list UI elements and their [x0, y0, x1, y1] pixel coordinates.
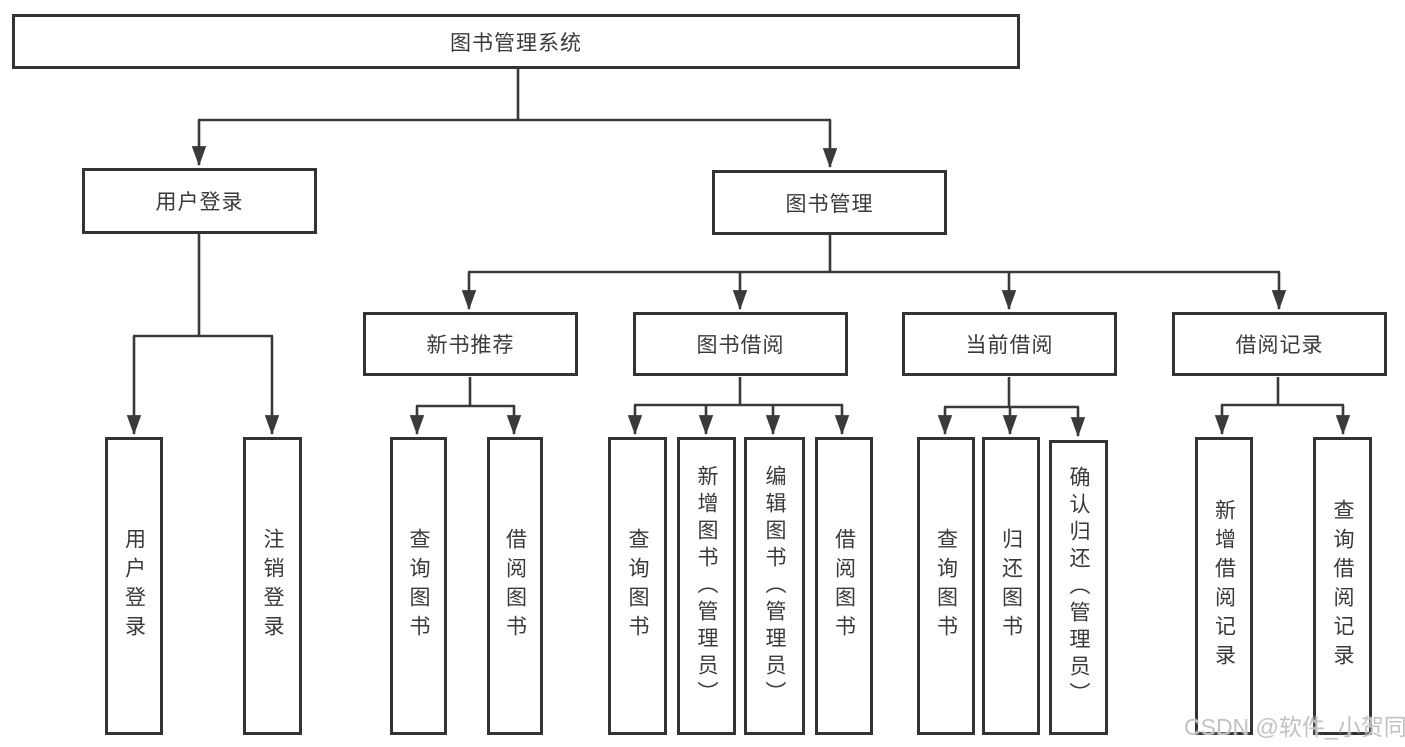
connector-new-book — [409, 377, 522, 436]
node-book-borrowing-label: 图书借阅 — [696, 334, 785, 357]
leaf-query-books-recommend: 查询图书 — [390, 437, 447, 735]
leaf-query-books-current-label: 查询图书 — [934, 528, 958, 644]
node-book-management: 图书管理 — [712, 170, 947, 235]
leaf-add-books-admin: 新增图书（管理员） — [677, 437, 736, 735]
watermark-text: CSDN @软件_小贺同学 — [1184, 714, 1405, 740]
node-current-borrowing-label: 当前借阅 — [965, 334, 1054, 357]
leaf-query-books-borrowing-label: 查询图书 — [626, 528, 649, 644]
leaf-add-borrow-record-label: 新增借阅记录 — [1212, 499, 1236, 673]
connector-book-mgmt — [461, 235, 1287, 311]
connector-book-borrow — [627, 377, 850, 436]
node-new-book-recommendation: 新书推荐 — [363, 312, 578, 376]
connector-root — [191, 69, 838, 169]
leaf-confirm-return-admin-label: 确认归还（管理员） — [1067, 466, 1090, 709]
leaf-query-books-recommend-label: 查询图书 — [407, 528, 430, 644]
leaf-return-books-label: 归还图书 — [999, 528, 1023, 644]
node-book-management-label: 图书管理 — [785, 192, 874, 216]
leaf-user-login-label: 用户登录 — [122, 528, 146, 644]
leaf-add-borrow-record: 新增借阅记录 — [1195, 437, 1253, 735]
connector-borrow-records — [1214, 377, 1351, 436]
node-user-login: 用户登录 — [82, 168, 317, 234]
leaf-borrow-books-recommend: 借阅图书 — [487, 437, 543, 735]
leaf-query-borrow-record: 查询借阅记录 — [1313, 437, 1372, 735]
leaf-add-books-admin-label: 新增图书（管理员） — [695, 464, 718, 708]
leaf-edit-books-admin: 编辑图书（管理员） — [744, 437, 805, 735]
node-library-system-label: 图书管理系统 — [450, 31, 582, 55]
leaf-borrow-books-recommend-label: 借阅图书 — [503, 528, 527, 644]
node-book-borrowing: 图书借阅 — [633, 312, 848, 376]
node-new-book-recommendation-label: 新书推荐 — [426, 334, 515, 357]
connector-current-borrow — [937, 377, 1086, 438]
leaf-borrow-books-label: 借阅图书 — [832, 528, 856, 644]
leaf-user-login: 用户登录 — [105, 437, 163, 735]
leaf-query-books-borrowing: 查询图书 — [608, 437, 667, 735]
node-borrowing-records-label: 借阅记录 — [1235, 334, 1324, 357]
node-library-system: 图书管理系统 — [12, 14, 1020, 69]
leaf-query-books-current: 查询图书 — [917, 437, 975, 735]
leaf-confirm-return-admin: 确认归还（管理员） — [1049, 440, 1108, 735]
leaf-query-borrow-record-label: 查询借阅记录 — [1331, 499, 1354, 673]
node-current-borrowing: 当前借阅 — [902, 312, 1117, 376]
leaf-logout-label: 注销登录 — [261, 528, 284, 644]
node-user-login-label: 用户登录 — [155, 191, 244, 214]
leaf-return-books: 归还图书 — [982, 437, 1040, 735]
connector-user-login — [126, 234, 280, 436]
leaf-logout: 注销登录 — [243, 437, 302, 735]
leaf-borrow-books: 借阅图书 — [815, 437, 873, 735]
leaf-edit-books-admin-label: 编辑图书（管理员） — [763, 464, 786, 708]
node-borrowing-records: 借阅记录 — [1172, 312, 1387, 376]
